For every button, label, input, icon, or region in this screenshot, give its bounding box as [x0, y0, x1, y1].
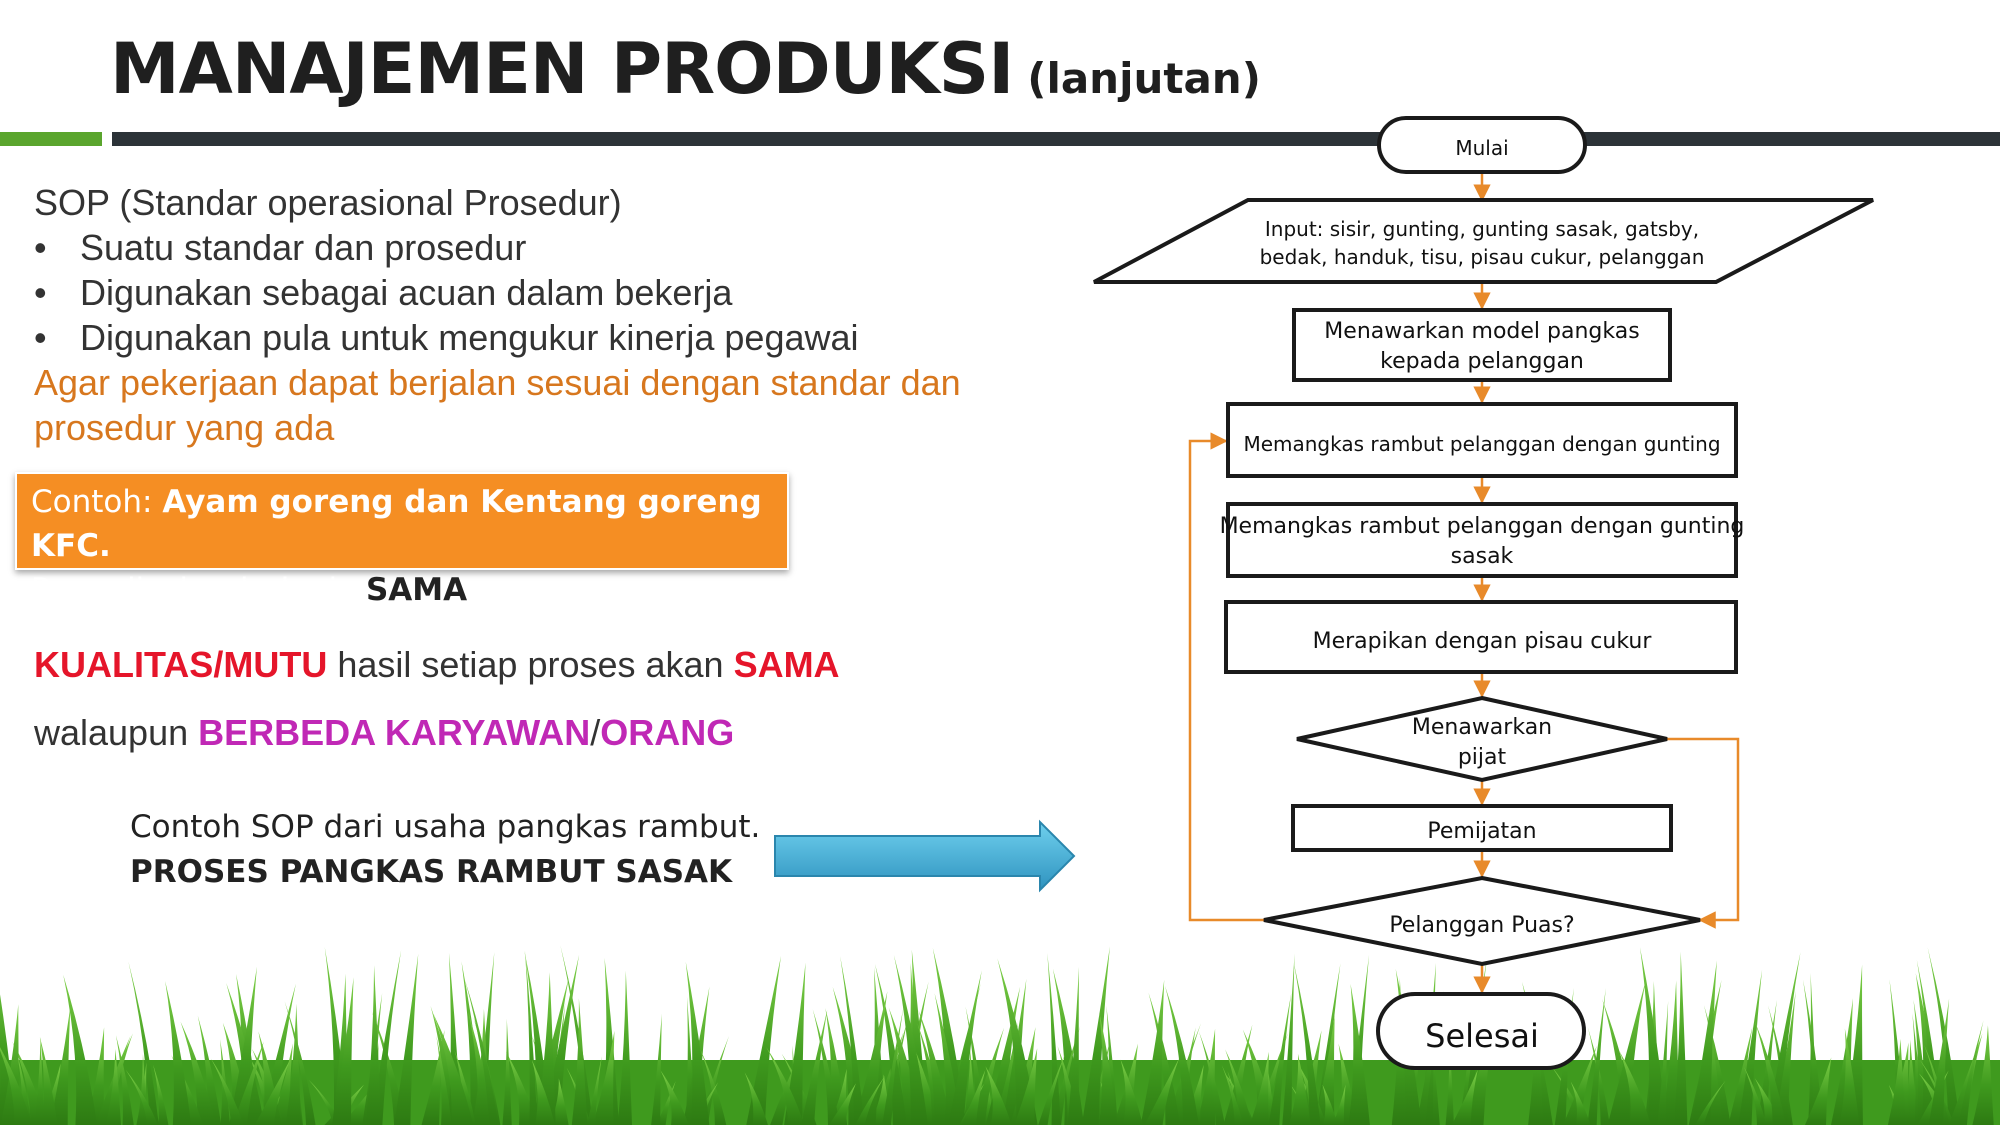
flow-offer-label-1: Menawarkan model pangkas	[1324, 319, 1639, 344]
flow-connectors	[1188, 172, 1740, 994]
quality-prefix: walaupun	[34, 712, 199, 753]
example-line2-text: Rasa diseluruh dunia	[31, 572, 366, 608]
flow-start-terminal	[1377, 116, 1587, 174]
sop-bullet-text: Digunakan sebagai acuan dalam bekerja	[80, 272, 733, 313]
flow-cut-sasak-box	[1226, 502, 1738, 578]
example-box-line1: Contoh: Ayam goreng dan Kentang goreng K…	[31, 480, 773, 568]
quality-slash: /	[213, 644, 224, 685]
slide-title-main: MANAJEMEN PRODUKSI	[110, 28, 1014, 110]
flow-cut-box	[1226, 402, 1738, 478]
example-box-line2: Rasa diseluruh dunia SAMA	[31, 568, 773, 612]
flow-offer-massage-label-1: Menawarkan	[1412, 715, 1552, 740]
quality-slash: /	[590, 712, 601, 753]
connector-loop-back	[1188, 432, 1264, 922]
bullet-dot-icon: •	[34, 272, 47, 313]
sop-bullet: • Digunakan pula untuk mengukur kinerja p…	[34, 315, 1034, 360]
title-underline-green	[0, 132, 102, 146]
flow-massage-label: Pemijatan	[1427, 819, 1536, 844]
right-arrow-icon	[774, 819, 1076, 893]
flow-tidy-box	[1224, 600, 1738, 674]
flow-cut-label: Memangkas rambut pelanggan dengan guntin…	[1243, 432, 1720, 456]
flow-input-parallelogram	[1093, 198, 1874, 284]
connector-skip-massage	[1667, 737, 1740, 929]
flow-satisfied-decision	[1263, 875, 1701, 967]
flow-cut-sasak-label-2: sasak	[1451, 544, 1514, 569]
flow-offer-label-2: kepada pelanggan	[1380, 349, 1584, 374]
quality-line1: KUALITAS/MUTU hasil setiap proses akan S…	[34, 644, 840, 686]
quality-word-karyawan: BERBEDA KARYAWAN	[198, 712, 591, 753]
sop-heading: SOP (Standar operasional Prosedur)	[34, 182, 622, 223]
flow-massage-box	[1291, 804, 1673, 852]
slide-title: MANAJEMEN PRODUKSI (lanjutan)	[110, 28, 1261, 110]
sop-section: SOP (Standar operasional Prosedur) • Suat…	[34, 180, 1034, 450]
flow-offer-massage-label-2: pijat	[1458, 745, 1507, 770]
example-box: Contoh: Ayam goreng dan Kentang goreng K…	[15, 472, 789, 608]
slide-title-sub: (lanjutan)	[1027, 54, 1261, 103]
example-prefix: Contoh:	[31, 484, 163, 520]
sop-example-caption: Contoh SOP dari usaha pangkas rambut. PR…	[130, 805, 760, 895]
sop-bullet: • Suatu standar dan prosedur	[34, 225, 1034, 270]
sop-example-line2: PROSES PANGKAS RAMBUT SASAK	[130, 854, 733, 890]
flow-offer-massage-decision	[1296, 695, 1668, 783]
sop-bullet-text: Suatu standar dan prosedur	[80, 227, 527, 268]
sop-example-line1: Contoh SOP dari usaha pangkas rambut.	[130, 809, 761, 845]
flow-satisfied-label: Pelanggan Puas?	[1389, 913, 1574, 938]
example-highlight: Ayam goreng dan Kentang goreng KFC.	[31, 484, 762, 564]
sop-bullet-text: Digunakan pula untuk mengukur kinerja pe…	[80, 317, 859, 358]
bullet-dot-icon: •	[34, 317, 47, 358]
quality-word-orang: ORANG	[600, 712, 735, 753]
example-line2-emph: SAMA	[365, 572, 468, 608]
flow-input-label-2: bedak, handuk, tisu, pisau cukur, pelang…	[1260, 245, 1705, 269]
flow-tidy-label: Merapikan dengan pisau cukur	[1313, 629, 1653, 654]
quality-word-mutu: MUTU	[223, 644, 328, 685]
sop-bullet: • Digunakan sebagai acuan dalam bekerja	[34, 270, 1034, 315]
quality-mid-text: hasil setiap proses akan	[327, 644, 734, 685]
sop-purpose-line1: Agar pekerjaan dapat berjalan sesuai den…	[34, 362, 961, 403]
flow-offer-model-box	[1292, 308, 1672, 382]
quality-line2: walaupun BERBEDA KARYAWAN/ORANG	[34, 712, 734, 754]
sop-purpose-line2: prosedur yang ada	[34, 407, 335, 448]
flow-input-label-1: Input: sisir, gunting, gunting sasak, ga…	[1265, 217, 1699, 241]
quality-word-sama: SAMA	[733, 644, 840, 685]
flow-end-terminal	[1376, 992, 1586, 1070]
flow-cut-sasak-label-1: Memangkas rambut pelanggan dengan guntin…	[1220, 514, 1745, 539]
flow-end-label: Selesai	[1425, 1017, 1539, 1055]
bullet-dot-icon: •	[34, 227, 47, 268]
grass-decoration	[0, 945, 2000, 1125]
quality-word-kualitas: KUALITAS	[34, 644, 214, 685]
flow-start-label: Mulai	[1455, 136, 1508, 160]
